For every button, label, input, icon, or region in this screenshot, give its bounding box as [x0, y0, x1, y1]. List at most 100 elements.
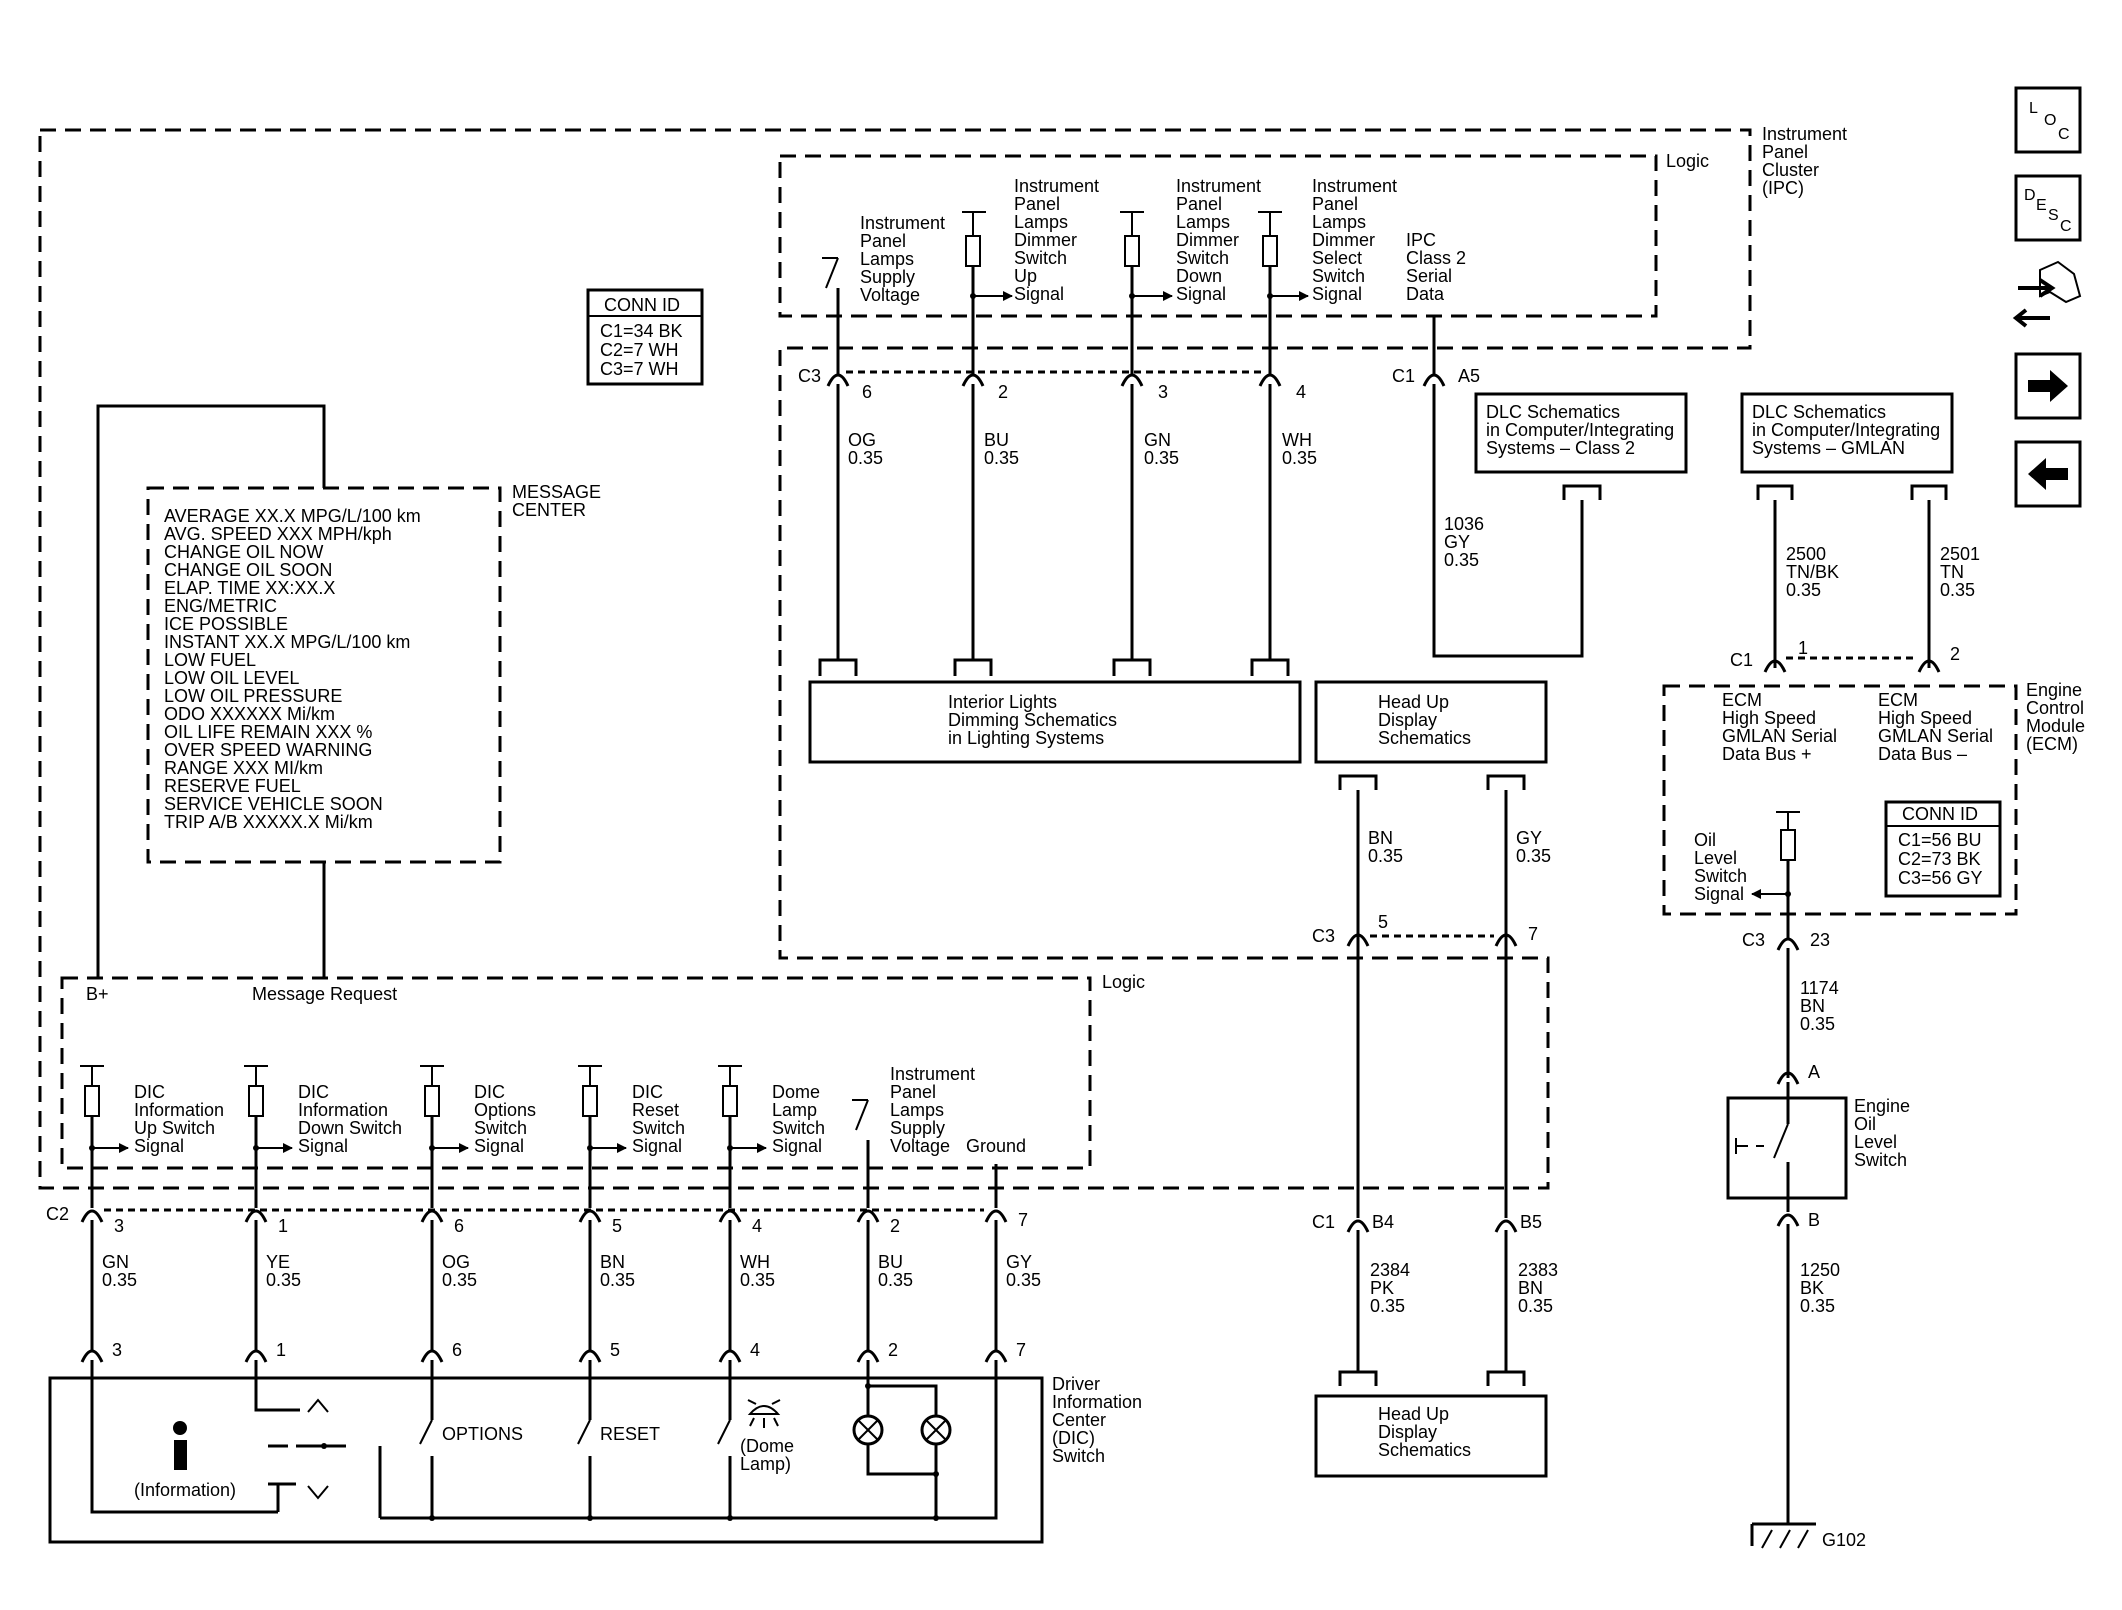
ipc-logic-label: Logic [1666, 151, 1709, 171]
oil-switch-pin-a: A [1808, 1062, 1820, 1082]
loc-c: C [2058, 126, 2070, 143]
desc-e: E [2036, 197, 2047, 214]
c3-pin-2: 2 [998, 382, 1008, 402]
c3-pin-6: 6 [862, 382, 872, 402]
hud-c3-pin-7: 7 [1528, 924, 1538, 944]
c2-pin-6: 6 [454, 1216, 464, 1236]
ecm-c1-pin-2: 2 [1950, 644, 1960, 664]
desc-s: S [2048, 207, 2059, 224]
dic-pin-7: 7 [1016, 1340, 1026, 1360]
c2-pin-5: 5 [612, 1216, 622, 1236]
hud-c3-pin-5: 5 [1378, 912, 1388, 932]
arrow-left-icon [2028, 458, 2068, 490]
c2-connector: C2 3 1 6 5 4 2 7 [46, 1204, 1028, 1236]
hud-c3-connector: C3 5 7 [1312, 912, 1538, 947]
c3-pin-3: 3 [1158, 382, 1168, 402]
dic-pin-6: 6 [452, 1340, 462, 1360]
lamp-icon [920, 1414, 952, 1446]
dome-lamp-icon [747, 1399, 781, 1428]
info-label: (Information) [134, 1480, 236, 1500]
dic-bplus-label: B+ [86, 984, 109, 1004]
desc-d: D [2024, 187, 2036, 204]
chevron-down-icon [307, 1485, 329, 1500]
c1-a5-pin: A5 [1458, 366, 1480, 386]
loc-l: L [2029, 100, 2038, 117]
dic-msg-request-label: Message Request [252, 984, 397, 1004]
c2-name: C2 [46, 1204, 69, 1224]
prev-page-button[interactable] [2014, 440, 2082, 508]
hud-c1-pin-b4: B4 [1372, 1212, 1394, 1232]
ecm-conn-title: CONN ID [1902, 804, 1978, 824]
component-locator-icon[interactable] [2012, 260, 2082, 328]
options-label: OPTIONS [442, 1424, 523, 1444]
conn-id-title: CONN ID [604, 295, 680, 315]
information-icon [173, 1421, 187, 1470]
desc-button[interactable]: D E S C [2014, 174, 2082, 242]
ecm-c1-name: C1 [1730, 650, 1753, 670]
c3-pin-4: 4 [1296, 382, 1306, 402]
ecm-c3-name: C3 [1742, 930, 1765, 950]
ecm-c1-connector: C1 1 2 [1730, 638, 1960, 673]
dic-ground-label: Ground [966, 1136, 1026, 1156]
ecm-c3-pin: 23 [1810, 930, 1830, 950]
c2-pin-3: 3 [114, 1216, 124, 1236]
dic-logic-label: Logic [1102, 972, 1145, 992]
ground-label: G102 [1822, 1530, 1866, 1550]
next-page-button[interactable] [2014, 352, 2082, 420]
loc-button[interactable]: L O C [2014, 86, 2082, 154]
desc-c: C [2060, 218, 2072, 235]
dic-pin-2: 2 [888, 1340, 898, 1360]
c2-pin-1: 1 [278, 1216, 288, 1236]
loc-o: O [2044, 112, 2056, 129]
dic-pin-1: 1 [276, 1340, 286, 1360]
hud-c1-name: C1 [1312, 1212, 1335, 1232]
dic-switch-connector: 3 1 6 5 4 2 7 [80, 1340, 1026, 1363]
c2-pin-2: 2 [890, 1216, 900, 1236]
